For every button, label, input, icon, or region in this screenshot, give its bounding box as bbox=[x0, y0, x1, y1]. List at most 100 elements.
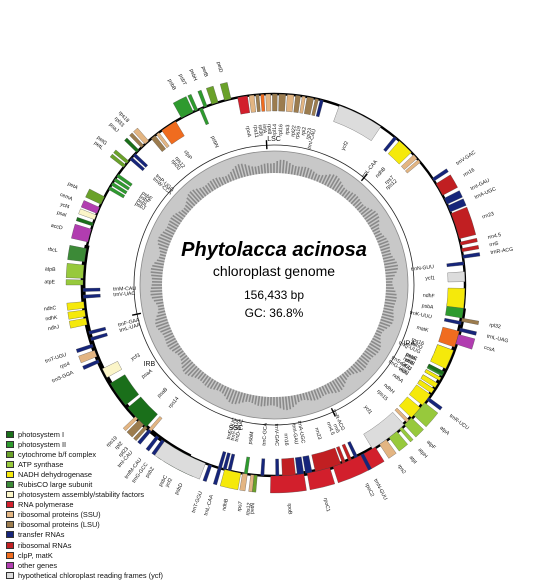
genome-length: 156,433 bp bbox=[244, 288, 304, 302]
gc-bar bbox=[151, 294, 165, 295]
gene-rpl22 bbox=[294, 95, 301, 112]
gene-label: accD bbox=[50, 223, 63, 232]
gene-label: trnL-UAG bbox=[486, 334, 509, 345]
gene-label: ccsA bbox=[483, 345, 496, 354]
legend-swatch bbox=[6, 501, 14, 508]
gene-label: ycf1 bbox=[425, 275, 435, 281]
gene-label: ycf2 bbox=[340, 140, 350, 151]
gene-ndhC bbox=[67, 302, 85, 311]
legend-swatch bbox=[6, 471, 14, 478]
legend-label: photosystem I bbox=[18, 430, 64, 439]
gene-label: petD bbox=[215, 61, 224, 73]
gene-label: rrn16 bbox=[462, 167, 476, 178]
gene-atpB bbox=[66, 263, 84, 278]
legend-item: ribosomal proteins (LSU) bbox=[6, 520, 163, 530]
gene-label: atpB bbox=[45, 266, 57, 273]
legend-swatch bbox=[6, 431, 14, 438]
legend-label: cytochrome b/f complex bbox=[18, 450, 96, 459]
legend-label: transfer RNAs bbox=[18, 530, 64, 539]
gene-label: rpoC2 bbox=[363, 482, 374, 497]
gene-label: psaB bbox=[156, 386, 169, 399]
gene-trnK-UUU bbox=[444, 318, 461, 325]
gene-ndhK bbox=[68, 310, 86, 319]
legend-swatch bbox=[6, 542, 14, 549]
legend-item: RNA polymerase bbox=[6, 500, 163, 510]
legend-swatch bbox=[6, 451, 14, 458]
gene-psaI bbox=[76, 217, 93, 226]
gene-rpoA bbox=[238, 96, 250, 114]
gene-label: ndhB bbox=[375, 166, 388, 179]
gene-trnV-GAC bbox=[276, 459, 279, 476]
gene-trnL-UAA bbox=[90, 333, 107, 341]
legend-item: cytochrome b/f complex bbox=[6, 449, 163, 459]
gene-label: psbB bbox=[166, 78, 177, 92]
gene-label: ycf3 bbox=[130, 353, 141, 363]
gene-petA bbox=[85, 189, 104, 204]
gc-content-ring bbox=[140, 151, 408, 419]
gene-rrn23 bbox=[451, 207, 476, 239]
legend-item: photosystem assembly/stability factors bbox=[6, 490, 163, 500]
gene-trnT-UGU bbox=[76, 344, 93, 353]
gene-label: rrn4.5 bbox=[487, 232, 502, 241]
gene-rps8 bbox=[266, 94, 271, 111]
legend-label: ribosomal RNAs bbox=[18, 541, 71, 550]
legend-item: RubisCO large subunit bbox=[6, 479, 163, 489]
gene-trnC-GCA bbox=[261, 459, 265, 476]
gene-rpoB bbox=[270, 474, 306, 493]
legend-swatch bbox=[6, 562, 14, 569]
gene-rps4 bbox=[79, 350, 97, 363]
gene-label: rpl16 bbox=[278, 124, 285, 136]
gene-label: rps14 bbox=[167, 396, 180, 410]
gene-label: rpoA bbox=[244, 126, 252, 138]
gene-accD bbox=[71, 224, 91, 242]
gene-rps3 bbox=[286, 94, 294, 111]
legend-swatch bbox=[6, 461, 14, 468]
gene-rrn16 bbox=[282, 458, 296, 476]
legend-item: NADH dehydrogenase bbox=[6, 469, 163, 479]
gene-trnF-GAA bbox=[89, 327, 106, 334]
gc-bar bbox=[150, 291, 164, 292]
gene-label: ndhC bbox=[44, 305, 57, 312]
gene-petD bbox=[220, 82, 231, 100]
gene-label: atpI bbox=[408, 455, 418, 466]
gene-label: trnK-UUU bbox=[409, 310, 432, 320]
gc-bar bbox=[280, 395, 281, 408]
legend-item: hypothetical chloroplast reading frames … bbox=[6, 570, 163, 580]
gene-label: ndhK bbox=[45, 315, 58, 323]
gene-label: petB bbox=[200, 66, 209, 79]
gene-infA bbox=[261, 94, 265, 111]
gene-rpl32 bbox=[461, 318, 478, 325]
gene-atpE bbox=[66, 280, 83, 285]
legend-label: ribosomal proteins (SSU) bbox=[18, 510, 101, 519]
gene-label: ndhF bbox=[423, 293, 435, 300]
gc-inner-hole bbox=[162, 173, 386, 397]
gene-label: psbT bbox=[177, 73, 188, 87]
legend-item: ATP synthase bbox=[6, 459, 163, 469]
legend-item: clpP, matK bbox=[6, 550, 163, 560]
region-label-irb: IRB bbox=[144, 361, 156, 368]
legend-swatch bbox=[6, 511, 14, 518]
gene-ndhB bbox=[220, 469, 241, 489]
gene-trnN-GUU bbox=[447, 262, 464, 267]
gene-psbM bbox=[244, 457, 250, 474]
gene-label: rps4 bbox=[59, 361, 71, 370]
gene-label: trnC-GCA bbox=[262, 422, 269, 446]
gene-label: trnR-UCU bbox=[448, 413, 470, 432]
gene-ndhF bbox=[447, 288, 465, 308]
gene-label: ndhB bbox=[221, 498, 230, 512]
legend-label: NADH dehydrogenase bbox=[18, 470, 92, 479]
gene-label: atpF bbox=[425, 439, 437, 451]
legend-item: other genes bbox=[6, 560, 163, 570]
gene-label: ndhJ bbox=[47, 324, 60, 332]
legend-item: transfer RNAs bbox=[6, 530, 163, 540]
gene-psaA bbox=[110, 375, 138, 406]
legend-item: photosystem II bbox=[6, 439, 163, 449]
gene-label: rpl32 bbox=[489, 322, 502, 330]
region-boundary bbox=[132, 313, 141, 315]
gene-trnM-CAU bbox=[83, 288, 100, 292]
gene-trnA-UGC bbox=[303, 456, 312, 474]
gene-rrn5 bbox=[461, 245, 478, 252]
legend-item: ribosomal RNAs bbox=[6, 540, 163, 550]
legend-label: other genes bbox=[18, 561, 57, 570]
legend-label: RubisCO large subunit bbox=[18, 480, 92, 489]
